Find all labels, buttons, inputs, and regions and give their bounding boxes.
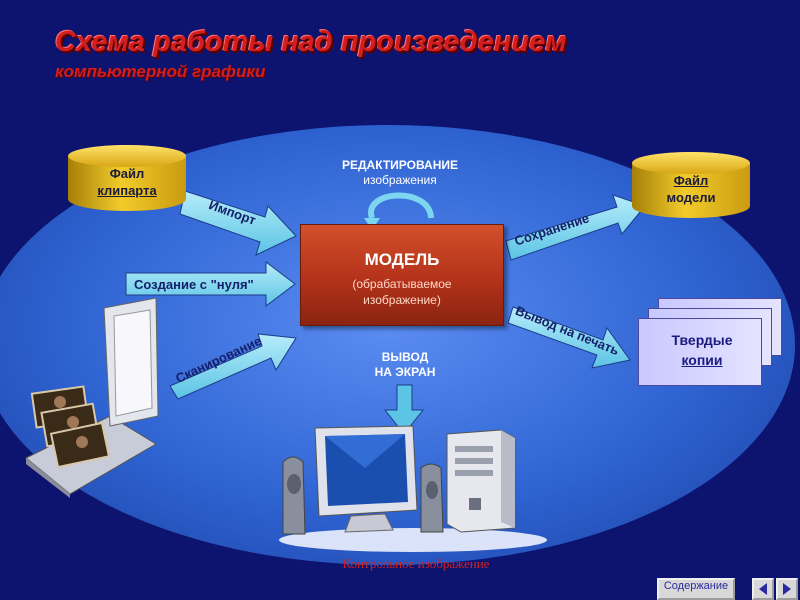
page-title: Схема работы над произведением [55,26,567,58]
model-desc-line2: изображение) [363,293,441,307]
clipart-file-line2: клипарта [97,183,157,198]
screen-output-label: ВЫВОД НА ЭКРАН [350,350,460,380]
scanner-icon [25,298,159,498]
computer-icon [279,425,547,552]
create-label: Создание с "нуля" [134,277,254,292]
hard-copies-line2: копии [681,352,723,368]
screen-output-line1: ВЫВОД [381,350,429,364]
editing-title: РЕДАКТИРОВАНИЕ [341,158,458,172]
editing-label: РЕДАКТИРОВАНИЕ изображения [325,158,475,188]
contents-button[interactable]: Содержание [657,578,735,600]
print-arrow [507,306,631,369]
chevron-left-icon [759,583,767,595]
clipart-file-line1: Файл [109,166,145,181]
clipart-file-cylinder: Файл клипарта [68,145,186,211]
model-description: (обрабатываемое изображение) [301,276,503,308]
import-arrow [179,190,297,256]
editing-loop-arrow [368,192,434,220]
model-file-line1: Файл [673,173,709,188]
prev-slide-button[interactable] [752,578,774,600]
model-file-cylinder: Файл модели [632,152,750,218]
hard-copies-line1: Твердые [671,332,733,348]
hard-copy-page-front [638,318,762,386]
scan-arrow [169,333,297,400]
hard-copies-label: Твердые копии [650,330,754,370]
chevron-right-icon [783,583,791,595]
editing-subtitle: изображения [363,173,437,187]
model-box: МОДЕЛЬ (обрабатываемое изображение) [300,224,504,326]
control-image-caption: Контрольное изображение [342,556,490,571]
model-file-line2: модели [666,190,716,205]
model-title: МОДЕЛЬ [364,250,440,269]
model-desc-line1: (обрабатываемое [352,277,452,291]
screen-output-line2: НА ЭКРАН [374,365,436,379]
create-arrow [125,260,296,308]
page-subtitle: компьютерной графики [55,62,266,81]
next-slide-button[interactable] [776,578,798,600]
save-arrow [505,194,646,261]
screen-output-arrow [383,384,425,435]
